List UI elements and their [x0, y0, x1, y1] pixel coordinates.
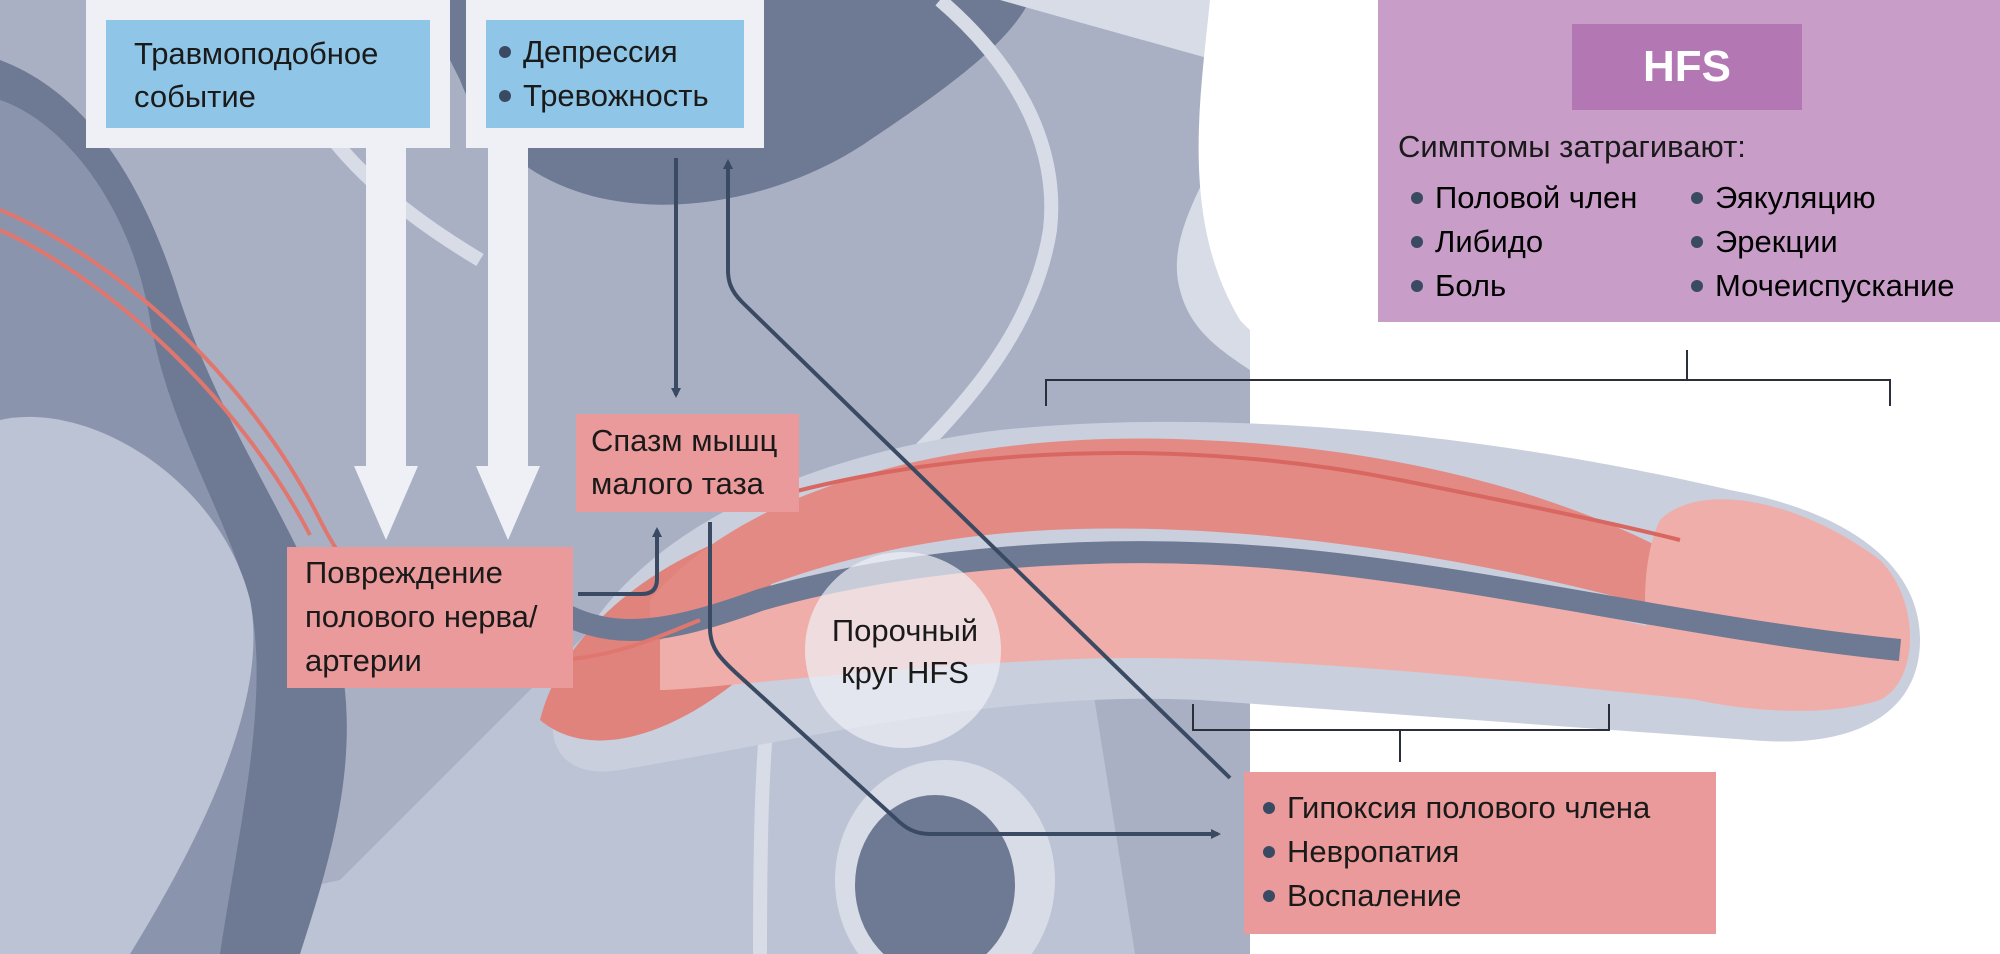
spasm-box-text: Спазм мышц малого таза — [591, 423, 778, 501]
hip-joint — [0, 416, 254, 954]
arrow-outcomes-to-mood — [723, 159, 1232, 780]
urethra — [533, 541, 1902, 661]
outcome-item-hypoxia: Гипоксия полового члена — [1260, 786, 1716, 830]
dorsal-nerve — [729, 451, 1681, 542]
hfs-symptom-pain: Боль — [1408, 264, 1637, 308]
hfs-symptom-urination: Мочеиспускание — [1688, 264, 1955, 308]
vicious-circle-disc — [805, 552, 1001, 748]
mood-arrow — [476, 148, 540, 540]
hfs-symptom-erection: Эрекции — [1688, 220, 1955, 264]
hfs-panel: HFS Симптомы затрагивают: Половой член Л… — [1378, 0, 2000, 322]
mood-box: Депрессия Тревожность — [486, 20, 744, 128]
bracket-lower — [1192, 704, 1610, 762]
hfs-symptom-libido: Либидо — [1408, 220, 1637, 264]
hfs-symptoms-col2: Эякуляцию Эрекции Мочеиспускание — [1688, 176, 1955, 308]
pudendal-artery — [0, 228, 312, 536]
trauma-arrow — [354, 148, 418, 540]
hfs-symptom-penis: Половой член — [1408, 176, 1637, 220]
spasm-box: Спазм мышц малого таза — [576, 414, 799, 512]
vicious-circle-label: Порочный круг HFS — [831, 613, 979, 690]
glans — [1645, 499, 1910, 711]
outcome-item-inflammation: Воспаление — [1260, 874, 1716, 918]
mood-item-anxiety: Тревожность — [496, 74, 744, 118]
hfs-title: HFS — [1572, 24, 1802, 110]
arrow-spasm-to-outcomes — [708, 522, 1221, 839]
arrow-nerve-to-spasm — [578, 527, 662, 596]
outcome-item-neuropathy: Невропатия — [1260, 830, 1716, 874]
hfs-symptom-ejaculation: Эякуляцию — [1688, 176, 1955, 220]
nerve-damage-text: Повреждение полового нерва/артерии — [305, 555, 538, 678]
outcomes-box: Гипоксия полового члена Невропатия Воспа… — [1244, 772, 1716, 934]
nerve-damage-box: Повреждение полового нерва/артерии — [287, 547, 573, 688]
mood-item-depression: Депрессия — [496, 30, 744, 74]
abdominal-wall — [1000, 0, 1250, 370]
hfs-symptoms-col1: Половой член Либидо Боль — [1408, 176, 1637, 308]
trauma-box-text: Травмоподобное событие — [134, 36, 379, 114]
hfs-subtitle: Симптомы затрагивают: — [1398, 129, 1746, 164]
trauma-box: Травмоподобное событие — [106, 20, 430, 128]
bracket-upper — [1045, 350, 1891, 406]
